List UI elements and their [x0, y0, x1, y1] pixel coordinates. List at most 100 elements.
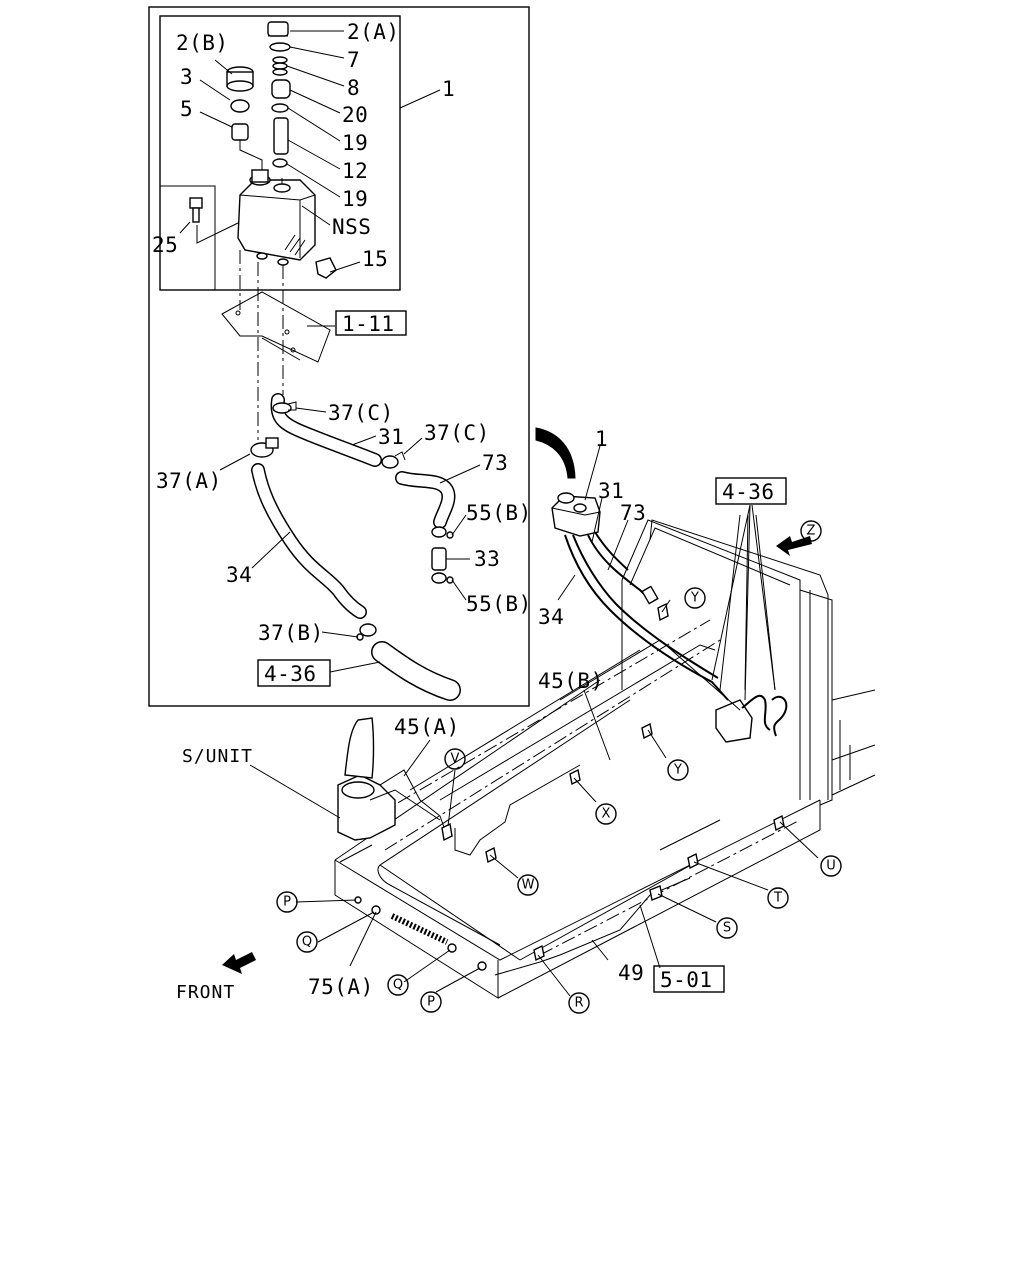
svg-text:Y: Y	[673, 763, 682, 778]
svg-text:W: W	[522, 878, 535, 893]
arrow-icon	[776, 536, 812, 556]
ref-box-4-36-detail	[257, 659, 331, 687]
label-45b: 45(B)	[538, 669, 604, 693]
ref-5-01: 5-01	[660, 968, 713, 992]
label-19-lower: 19	[342, 187, 368, 211]
detail-frame	[148, 6, 530, 707]
callout-v: V	[444, 748, 466, 770]
callout-x: X	[595, 803, 617, 825]
label-19-upper: 19	[342, 131, 368, 155]
label-37b: 37(B)	[258, 621, 324, 645]
label-3: 3	[180, 65, 193, 89]
vehicle-hoses	[564, 531, 729, 701]
leader-lines-vehicle	[249, 497, 819, 997]
label-25: 25	[152, 233, 178, 257]
hose-to-4-36	[371, 641, 461, 701]
ref-4-36-detail: 4-36	[264, 662, 317, 686]
label-49: 49	[618, 961, 644, 985]
clamp-37b	[356, 623, 377, 641]
reservoir-parts-stack	[226, 21, 291, 172]
ref-4-36-vehicle: 4-36	[722, 480, 775, 504]
leader-lines-detail	[179, 30, 481, 673]
svg-text:T: T	[773, 891, 782, 906]
svg-text:S: S	[723, 921, 731, 936]
label-34-detail: 34	[226, 563, 252, 587]
callout-y-lower: Y	[667, 759, 689, 781]
label-nss: NSS	[332, 215, 371, 239]
clamp-37c-upper	[272, 401, 297, 414]
label-1-vehicle: 1	[595, 427, 608, 451]
ref-box-1-11	[335, 310, 407, 336]
hose-73	[395, 471, 456, 529]
label-55b-lower: 55(B)	[466, 592, 532, 616]
label-s-unit: S/UNIT	[182, 746, 253, 767]
label-8: 8	[347, 76, 360, 100]
label-12: 12	[342, 159, 368, 183]
ref-1-11: 1-11	[342, 312, 395, 336]
label-1-detail: 1	[442, 77, 455, 101]
svg-text:Q: Q	[393, 978, 403, 993]
label-37c-lower: 37(C)	[424, 421, 490, 445]
label-20: 20	[342, 103, 368, 127]
label-75a: 75(A)	[308, 975, 374, 999]
label-34-vehicle: 34	[538, 605, 564, 629]
connector-block	[715, 694, 788, 743]
label-31-vehicle: 31	[598, 479, 624, 503]
reservoir-installed	[551, 492, 601, 537]
hose-75a-guard	[354, 896, 487, 971]
cab-frame	[621, 519, 876, 806]
clamp-37a	[250, 437, 279, 458]
label-7: 7	[347, 48, 360, 72]
svg-text:R: R	[574, 996, 583, 1011]
steering-unit	[337, 717, 446, 841]
ref-box-5-01	[653, 965, 725, 993]
svg-text:P: P	[283, 895, 291, 910]
callout-s: S	[716, 917, 738, 939]
svg-text:Y: Y	[690, 591, 699, 606]
callout-q-left: Q	[296, 931, 318, 953]
frame-clips	[441, 602, 785, 962]
label-2b: 2(B)	[176, 31, 229, 55]
svg-text:P: P	[427, 995, 435, 1010]
svg-text:Z: Z	[807, 524, 816, 539]
ref-box-4-36-vehicle	[715, 477, 787, 505]
clamp-55b-lower	[431, 572, 454, 584]
reservoir-body	[237, 169, 316, 266]
svg-text:V: V	[451, 752, 460, 767]
hose-34	[251, 463, 367, 619]
label-73-vehicle: 73	[620, 501, 646, 525]
front-arrow-icon	[222, 952, 256, 974]
callout-y-upper: Y	[684, 587, 706, 609]
label-45a: 45(A)	[394, 715, 460, 739]
label-15: 15	[362, 247, 388, 271]
bracket-15	[315, 257, 337, 279]
label-73-detail: 73	[482, 451, 508, 475]
label-front: FRONT	[176, 982, 235, 1003]
label-37a: 37(A)	[156, 469, 222, 493]
clamp-37c-lower	[381, 451, 406, 469]
callout-u: U	[820, 855, 842, 877]
svg-text:U: U	[826, 859, 836, 874]
label-31-detail: 31	[378, 425, 404, 449]
callout-z: Z	[800, 520, 822, 542]
label-5: 5	[180, 97, 193, 121]
bolt-25	[189, 197, 203, 223]
curved-arrow-icon	[535, 427, 576, 479]
callout-t: T	[767, 887, 789, 909]
connector-33	[431, 547, 447, 571]
label-2a: 2(A)	[347, 20, 400, 44]
svg-text:X: X	[602, 807, 611, 822]
label-37c-upper: 37(C)	[328, 401, 394, 425]
label-33: 33	[474, 547, 500, 571]
callout-q-right: Q	[387, 974, 409, 996]
mounting-bracket	[221, 291, 331, 363]
clamp-55b-upper	[431, 526, 454, 539]
chassis-frame	[334, 639, 821, 999]
label-55b-upper: 55(B)	[466, 501, 532, 525]
callout-r: R	[568, 992, 590, 1014]
svg-text:Q: Q	[302, 935, 312, 950]
hose-31	[270, 393, 382, 467]
callout-p-left: P	[276, 891, 298, 913]
callout-p-right: P	[420, 991, 442, 1013]
